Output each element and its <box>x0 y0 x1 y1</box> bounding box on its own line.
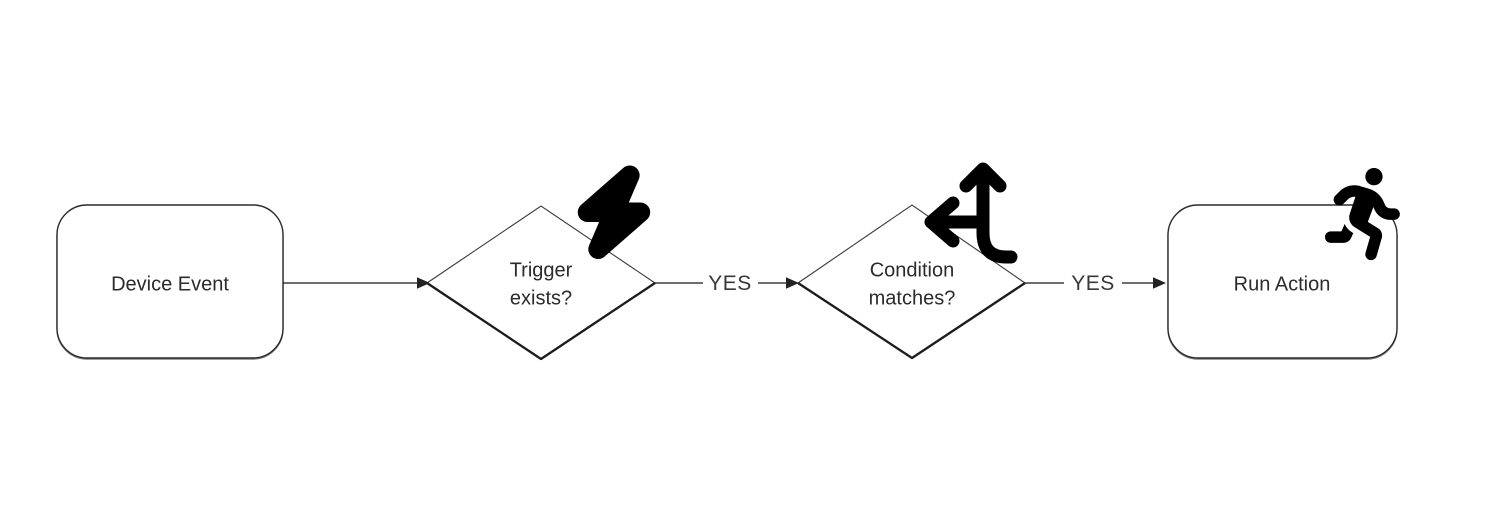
condition-matches-label-line2: matches? <box>869 288 956 310</box>
person-running-icon <box>1325 168 1400 261</box>
arrowhead-icon <box>417 277 430 289</box>
arrowhead-icon <box>1153 277 1166 289</box>
device-event-shape <box>56 204 284 359</box>
trigger-exists-border-bottom <box>426 282 656 361</box>
trigger-exists-label-line2: exists? <box>510 288 572 310</box>
node-device-event: Device Event <box>56 204 284 359</box>
condition-matches-label-line1: Condition <box>870 260 955 282</box>
condition-matches-border-bottom <box>797 282 1026 360</box>
node-run-action: Run Action <box>1167 168 1400 359</box>
edge-condition-to-run-action: YES <box>1025 272 1166 295</box>
run-action-label: Run Action <box>1234 274 1331 296</box>
node-condition-matches: Condition matches? <box>797 162 1026 360</box>
trigger-exists-border-top <box>426 205 656 284</box>
directions-split-icon <box>924 162 1018 264</box>
edge-trigger-to-condition: YES <box>654 272 799 295</box>
device-event-label: Device Event <box>111 274 229 296</box>
edge-device-event-to-trigger <box>283 277 430 289</box>
node-trigger-exists: Trigger exists? <box>426 165 656 361</box>
edge-label-yes: YES <box>708 272 752 295</box>
trigger-exists-label-line1: Trigger <box>510 260 573 282</box>
run-action-shape <box>1167 204 1398 359</box>
edge-label-yes: YES <box>1071 272 1115 295</box>
lightning-bolt-icon <box>577 165 651 260</box>
condition-matches-shape <box>798 205 1025 358</box>
arrowhead-icon <box>786 277 799 289</box>
